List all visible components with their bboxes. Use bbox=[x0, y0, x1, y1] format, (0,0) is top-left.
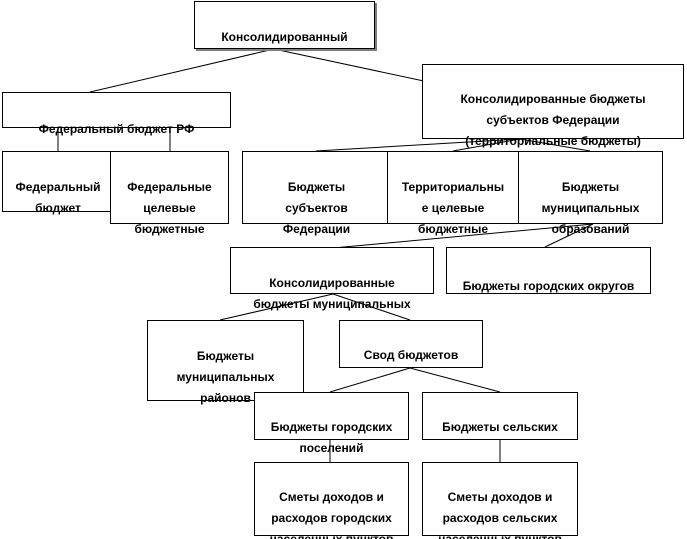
edge-svod-bsp bbox=[409, 367, 501, 393]
node-label: Консолидированные бюджеты муниципальных bbox=[253, 276, 411, 311]
node-label: Бюджеты городских поселений bbox=[270, 420, 393, 455]
node-label: Консолидированные бюджеты субъектов Феде… bbox=[460, 92, 646, 148]
node-label: Бюджеты городских округов bbox=[462, 279, 635, 293]
node-label: Бюджеты сельских bbox=[442, 420, 558, 434]
node-municipal-budgets: Бюджеты муниципальных образований bbox=[518, 151, 663, 236]
node-subjects-budgets: Бюджеты субъектов Федерации bbox=[242, 151, 391, 236]
node-label: Сметы доходов и расходов городских насел… bbox=[269, 490, 394, 539]
node-federal-budget-rf: Федеральный бюджет РФ bbox=[2, 92, 231, 136]
node-territorial-target-budgets: Территориальны е целевые бюджетные bbox=[387, 151, 519, 236]
edge-root-federal bbox=[89, 48, 275, 93]
node-label: Федеральные целевые бюджетные bbox=[127, 180, 212, 236]
edge-kbm-svod bbox=[332, 293, 411, 321]
node-rural-budgets: Бюджеты сельских bbox=[422, 392, 578, 440]
edge-svod-bgp bbox=[329, 367, 411, 393]
node-city-districts-budgets: Бюджеты городских округов bbox=[446, 247, 651, 294]
node-label: Свод бюджетов bbox=[363, 348, 459, 362]
node-label: Территориальны е целевые бюджетные bbox=[401, 180, 505, 236]
node-budget-set: Свод бюджетов bbox=[339, 320, 483, 368]
node-urban-settlements-budgets: Бюджеты городских поселений bbox=[254, 392, 409, 455]
node-subjects-consolidated-budgets: Консолидированные бюджеты субъектов Феде… bbox=[422, 64, 684, 148]
node-municipal-consolidated-budgets: Консолидированные бюджеты муниципальных bbox=[230, 247, 434, 311]
node-federal-budget: Федеральный бюджет bbox=[2, 151, 114, 215]
node-label: Федеральный бюджет РФ bbox=[38, 122, 195, 136]
node-label: Бюджеты муниципальных образований bbox=[541, 180, 640, 236]
node-federal-target-budgets: Федеральные целевые бюджетные bbox=[110, 151, 229, 236]
edge-kbm-bmr bbox=[219, 293, 334, 321]
node-label: Сметы доходов и расходов сельских населе… bbox=[438, 490, 562, 539]
node-label: Консолидированный bbox=[221, 30, 348, 44]
node-municipal-districts-budgets: Бюджеты муниципальных районов bbox=[147, 320, 304, 405]
edge-subjects-bsf bbox=[315, 138, 521, 152]
node-label: Бюджеты муниципальных районов bbox=[176, 349, 275, 405]
node-rural-estimates: Сметы доходов и расходов сельских населе… bbox=[422, 462, 578, 539]
node-label: Федеральный бюджет bbox=[15, 180, 101, 215]
node-urban-estimates: Сметы доходов и расходов городских насел… bbox=[254, 462, 409, 539]
edge-subjects-ttb bbox=[452, 138, 521, 152]
node-consolidated-budget: Консолидированный bbox=[194, 1, 375, 49]
edge-bmo-kbm bbox=[332, 223, 594, 249]
edge-subjects-bmo bbox=[519, 138, 591, 152]
edge-bmo-bgo bbox=[544, 223, 594, 248]
node-label: Бюджеты субъектов Федерации bbox=[282, 180, 351, 236]
